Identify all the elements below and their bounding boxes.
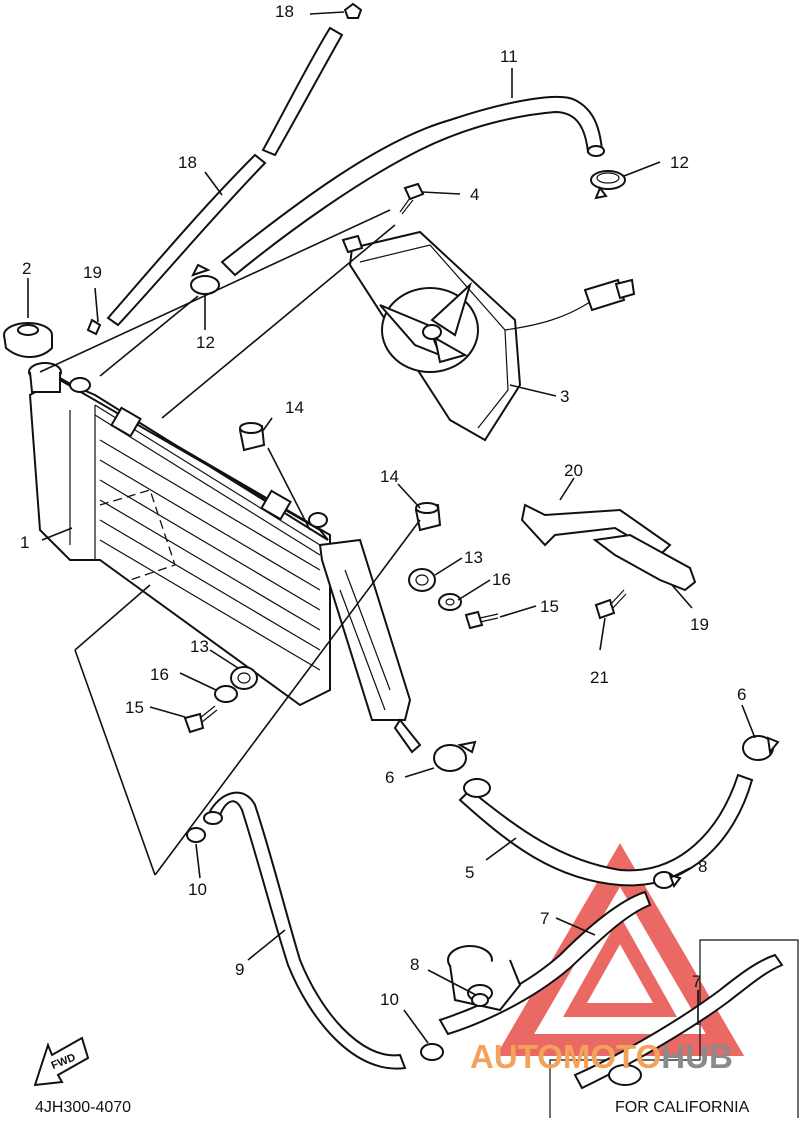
watermark-text: AUTOMOTOHUB: [470, 1038, 733, 1075]
fan-motor-assembly: [341, 230, 636, 442]
callout-8-top: 8: [698, 857, 707, 876]
callout-14-right: 14: [380, 467, 399, 486]
watermark-part2: HUB: [661, 1038, 733, 1075]
radiator-cap: [3, 322, 53, 358]
callout-12-right: 12: [670, 153, 689, 172]
callout-14-top: 14: [285, 398, 304, 417]
leader-lines: [27, 11, 756, 1044]
clamp-8-bottom: [471, 993, 489, 1007]
drawing-code: 4JH300-4070: [35, 1099, 131, 1116]
callout-11: 11: [500, 47, 518, 66]
hose-17: [106, 153, 267, 327]
hose-7-california: [573, 953, 784, 1090]
clamp-12-left: [190, 263, 220, 295]
callout-6-right: 6: [737, 685, 746, 704]
bolt-15-right: [464, 610, 499, 630]
california-note: FOR CALIFORNIA: [615, 1099, 750, 1116]
clip-18-top: [343, 2, 363, 19]
water-pump-hoses: [438, 890, 652, 1036]
callout-6-left: 6: [385, 768, 394, 787]
callout-16-right: 16: [492, 570, 511, 589]
clamp-10-bottom: [420, 1043, 444, 1061]
washer-16-right: [438, 593, 462, 611]
callout-16-left: 16: [150, 665, 169, 684]
radiator-core: [99, 439, 321, 671]
bracket-19: [592, 533, 697, 592]
callout-18: 19: [83, 263, 102, 282]
callout-21: 21: [590, 668, 609, 687]
callout-15-right: 15: [540, 597, 559, 616]
collar-13-left: [230, 666, 258, 690]
clamp-6-right: [742, 735, 780, 761]
callout-4: 4: [470, 185, 479, 204]
callout-13-left: 13: [190, 637, 209, 656]
callout-2: 2: [22, 259, 31, 278]
watermark-part1: AUTOMOTO: [470, 1038, 661, 1075]
callout-18-top: 18: [275, 2, 294, 21]
clamp-8-top: [653, 871, 682, 889]
callout-10-left: 10: [188, 880, 207, 899]
washer-16-left: [214, 685, 238, 703]
callout-9: 9: [235, 960, 244, 979]
grommet-14-top: [238, 422, 266, 452]
clip-18: [86, 318, 102, 336]
callout-19: 19: [690, 615, 709, 634]
hidden-outline: [99, 489, 176, 581]
callout-5: 5: [465, 863, 474, 882]
collar-13-right: [408, 568, 436, 592]
clamp-6-left: [433, 740, 477, 772]
fwd-arrow: [33, 1036, 90, 1087]
callout-8-bottom: 8: [410, 955, 419, 974]
bolt-4: [399, 182, 425, 215]
callout-12-left: 12: [196, 333, 215, 352]
callout-20: 20: [564, 461, 583, 480]
callout-1: 1: [20, 533, 29, 552]
california-inset-box: [549, 939, 799, 1118]
bolt-15-left: [183, 705, 218, 734]
callout-7-california: 7: [692, 972, 701, 991]
clamp-10-left: [186, 827, 206, 843]
callout-3: 3: [560, 387, 569, 406]
radiator: [28, 362, 422, 754]
bolt-21: [594, 589, 627, 620]
callout-10-bottom: 10: [380, 990, 399, 1009]
grommet-14-right: [414, 502, 442, 532]
callout-17: 18: [178, 153, 197, 172]
hose-5: [458, 773, 754, 887]
hose-18-top: [261, 26, 344, 157]
hose-9: [206, 791, 407, 1070]
clamp-12-right: [590, 170, 626, 200]
callout-15-left: 15: [125, 698, 144, 717]
callout-13-right: 13: [464, 548, 483, 567]
callout-7: 7: [540, 909, 549, 928]
callout-labels: 18 11 12 4 18 2 19 12 3 14 14 20 1 13 16…: [20, 2, 746, 1009]
